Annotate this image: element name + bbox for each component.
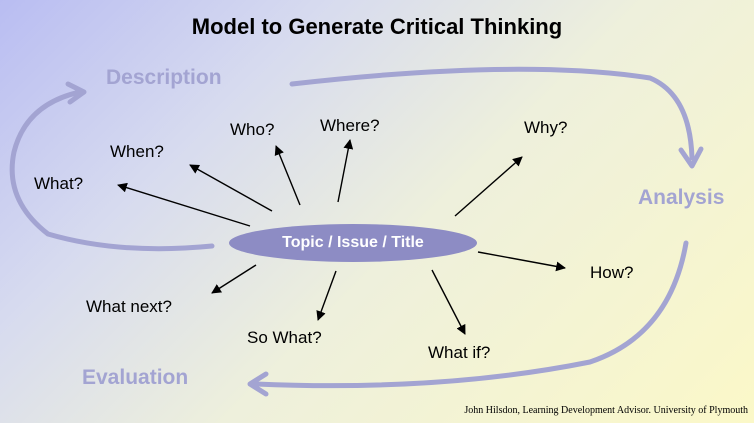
spoke-why [454, 156, 523, 217]
spoke-what-if [431, 269, 466, 335]
spoke-arrows [117, 139, 566, 335]
spoke-where [337, 139, 354, 203]
cycle-arrowheads [65, 81, 704, 397]
credit-text: John Hilsdon, Learning Development Advis… [464, 405, 748, 416]
spoke-so-what [316, 270, 337, 321]
topic-label: Topic / Issue / Title [282, 234, 424, 251]
evaluation-arrowhead [247, 371, 269, 397]
question-where: Where? [320, 116, 380, 135]
phase-description: Description [106, 66, 222, 89]
question-so-what: So What? [247, 328, 322, 347]
question-why: Why? [524, 118, 568, 137]
question-what: What? [34, 174, 84, 193]
analysis-arrowhead [678, 146, 704, 169]
question-how: How? [590, 263, 634, 282]
question-when: When? [110, 142, 164, 161]
phase-analysis: Analysis [638, 186, 725, 209]
page-title: Model to Generate Critical Thinking [191, 14, 563, 39]
topic-ellipse: Topic / Issue / Title [229, 224, 477, 262]
spoke-when [189, 164, 273, 212]
question-what-next: What next? [86, 297, 172, 316]
spoke-what-next [211, 264, 257, 294]
topic-to-description-arrow [9, 89, 215, 252]
description-arrowhead [65, 81, 87, 105]
question-what-if: What if? [428, 343, 491, 362]
phase-evaluation: Evaluation [82, 366, 189, 389]
spoke-how [477, 251, 566, 272]
spoke-what [117, 182, 251, 227]
cycle-arrows [9, 66, 695, 389]
description-to-analysis-arrow [289, 66, 695, 161]
analysis-to-evaluation-arrow [253, 240, 689, 389]
spoke-who [274, 145, 301, 206]
question-who: Who? [230, 120, 275, 139]
